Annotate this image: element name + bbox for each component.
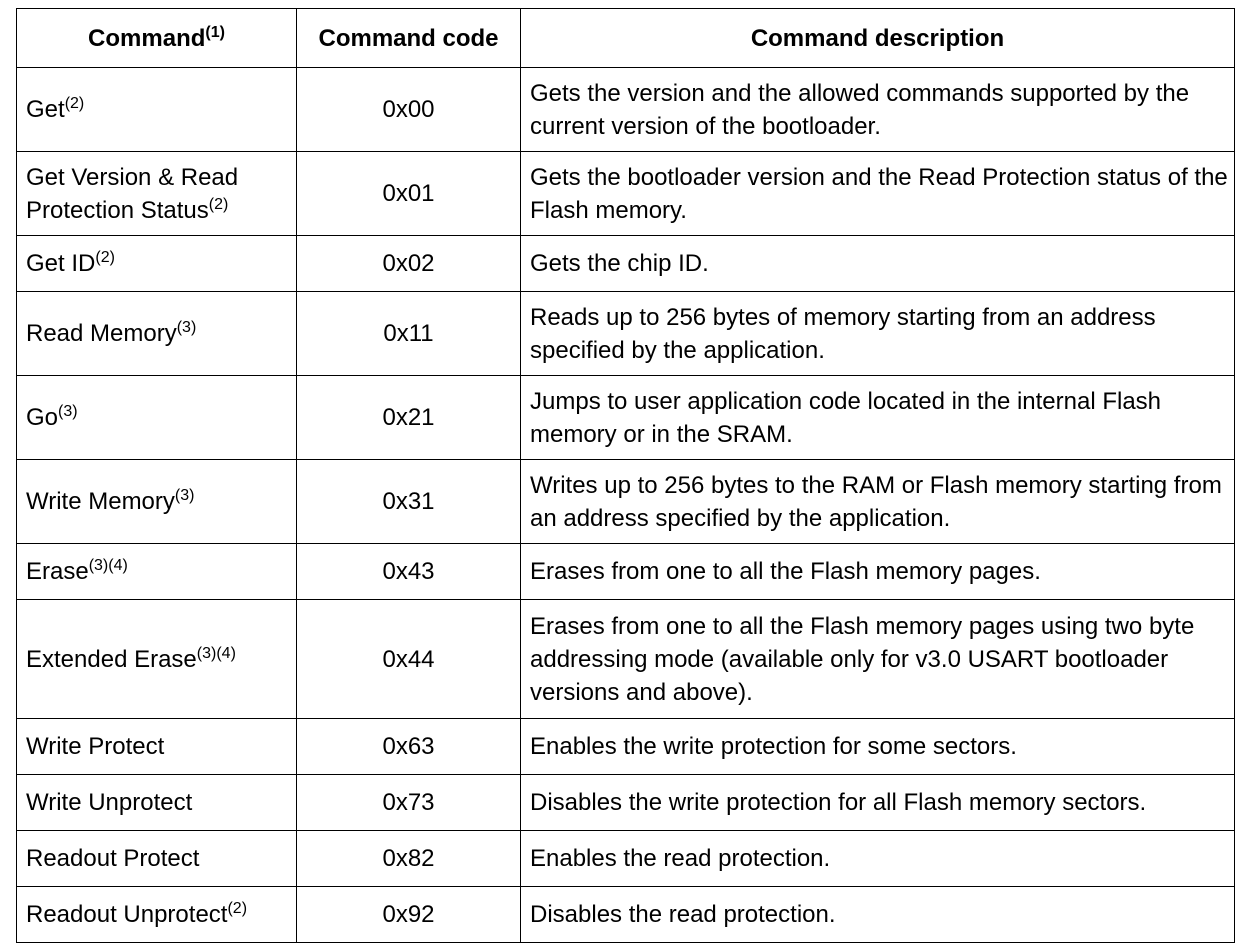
command-code: 0x02 bbox=[296, 235, 521, 292]
command-code: 0x44 bbox=[296, 599, 521, 719]
table-row: Write Protect 0x63 Enables the write pro… bbox=[16, 718, 1235, 775]
table-row: Get Version & Read Protection Status(2) … bbox=[16, 151, 1235, 236]
header-command-label: Command bbox=[88, 24, 206, 52]
table-row: Extended Erase(3)(4) 0x44 Erases from on… bbox=[16, 599, 1235, 719]
command-name: Get ID bbox=[26, 250, 96, 277]
command-description: Gets the version and the allowed command… bbox=[520, 67, 1235, 152]
command-code: 0x43 bbox=[296, 543, 521, 600]
table-row: Readout Protect 0x82 Enables the read pr… bbox=[16, 830, 1235, 887]
table-row: Write Memory(3) 0x31 Writes up to 256 by… bbox=[16, 459, 1235, 544]
command-note: (3) bbox=[174, 487, 195, 504]
command-name-cell: Get(2) bbox=[16, 67, 297, 152]
command-note: (3)(4) bbox=[196, 644, 236, 662]
command-name: Erase bbox=[26, 558, 89, 585]
command-name-cell: Get Version & Read Protection Status(2) bbox=[16, 151, 297, 236]
command-note: (2) bbox=[227, 900, 248, 917]
command-description: Enables the write protection for some se… bbox=[520, 718, 1235, 775]
command-note: (2) bbox=[95, 249, 115, 266]
command-code: 0x73 bbox=[296, 774, 521, 831]
command-name: Write Memory bbox=[26, 488, 175, 515]
table-row: Get ID(2) 0x02 Gets the chip ID. bbox=[16, 235, 1235, 292]
command-name-cell: Get ID(2) bbox=[16, 235, 297, 292]
header-command: Command(1) bbox=[16, 8, 297, 68]
command-name: Readout Unprotect bbox=[26, 901, 228, 928]
command-code: 0x21 bbox=[296, 375, 521, 460]
command-name-cell: Extended Erase(3)(4) bbox=[16, 599, 297, 719]
table-row: Go(3) 0x21 Jumps to user application cod… bbox=[16, 375, 1235, 460]
table-row: Read Memory(3) 0x11 Reads up to 256 byte… bbox=[16, 291, 1235, 376]
command-description: Disables the read protection. bbox=[520, 886, 1235, 943]
command-name-cell: Erase(3)(4) bbox=[16, 543, 297, 600]
command-description: Jumps to user application code located i… bbox=[520, 375, 1235, 460]
command-description: Gets the bootloader version and the Read… bbox=[520, 151, 1235, 236]
command-code: 0x31 bbox=[296, 459, 521, 544]
command-name-cell: Write Unprotect bbox=[16, 774, 297, 831]
table-row: Write Unprotect 0x73 Disables the write … bbox=[16, 774, 1235, 831]
command-code: 0x11 bbox=[296, 291, 521, 376]
command-description: Erases from one to all the Flash memory … bbox=[520, 599, 1235, 719]
command-note: (2) bbox=[208, 195, 229, 213]
command-code: 0x01 bbox=[296, 151, 521, 236]
command-code: 0x82 bbox=[296, 830, 521, 887]
command-name: Get bbox=[26, 96, 65, 123]
command-code: 0x00 bbox=[296, 67, 521, 152]
command-name-cell: Readout Unprotect(2) bbox=[16, 886, 297, 943]
command-name: Readout Protect bbox=[26, 845, 200, 872]
table-row: Readout Unprotect(2) 0x92 Disables the r… bbox=[16, 886, 1235, 943]
command-name-cell: Readout Protect bbox=[16, 830, 297, 887]
header-command-code: Command code bbox=[296, 8, 521, 68]
command-name: Write Unprotect bbox=[26, 789, 193, 816]
command-description: Disables the write protection for all Fl… bbox=[520, 774, 1235, 831]
command-name-cell: Go(3) bbox=[16, 375, 297, 460]
command-note: (3) bbox=[176, 319, 197, 336]
table-row: Get(2) 0x00 Gets the version and the all… bbox=[16, 67, 1235, 152]
command-name: Write Protect bbox=[26, 733, 165, 760]
header-command-description: Command description bbox=[520, 8, 1235, 68]
command-note: (3) bbox=[58, 403, 78, 420]
command-name-cell: Write Memory(3) bbox=[16, 459, 297, 544]
command-description: Erases from one to all the Flash memory … bbox=[520, 543, 1235, 600]
command-note: (3)(4) bbox=[88, 557, 128, 574]
command-description: Enables the read protection. bbox=[520, 830, 1235, 887]
table-header-row: Command(1) Command code Command descript… bbox=[16, 8, 1235, 68]
command-description: Writes up to 256 bytes to the RAM or Fla… bbox=[520, 459, 1235, 544]
command-name: Read Memory bbox=[26, 320, 177, 347]
command-name: Extended Erase bbox=[26, 645, 197, 673]
command-name: Go bbox=[26, 404, 59, 431]
command-description: Gets the chip ID. bbox=[520, 235, 1235, 292]
command-note: (2) bbox=[64, 95, 85, 112]
command-name-cell: Read Memory(3) bbox=[16, 291, 297, 376]
command-name-cell: Write Protect bbox=[16, 718, 297, 775]
header-command-note: (1) bbox=[205, 23, 225, 41]
command-description: Reads up to 256 bytes of memory starting… bbox=[520, 291, 1235, 376]
command-code: 0x92 bbox=[296, 886, 521, 943]
command-name: Get Version & Read Protection Status bbox=[26, 163, 239, 224]
table-row: Erase(3)(4) 0x43 Erases from one to all … bbox=[16, 543, 1235, 600]
command-code: 0x63 bbox=[296, 718, 521, 775]
bootloader-commands-table: Command(1) Command code Command descript… bbox=[16, 8, 1235, 943]
